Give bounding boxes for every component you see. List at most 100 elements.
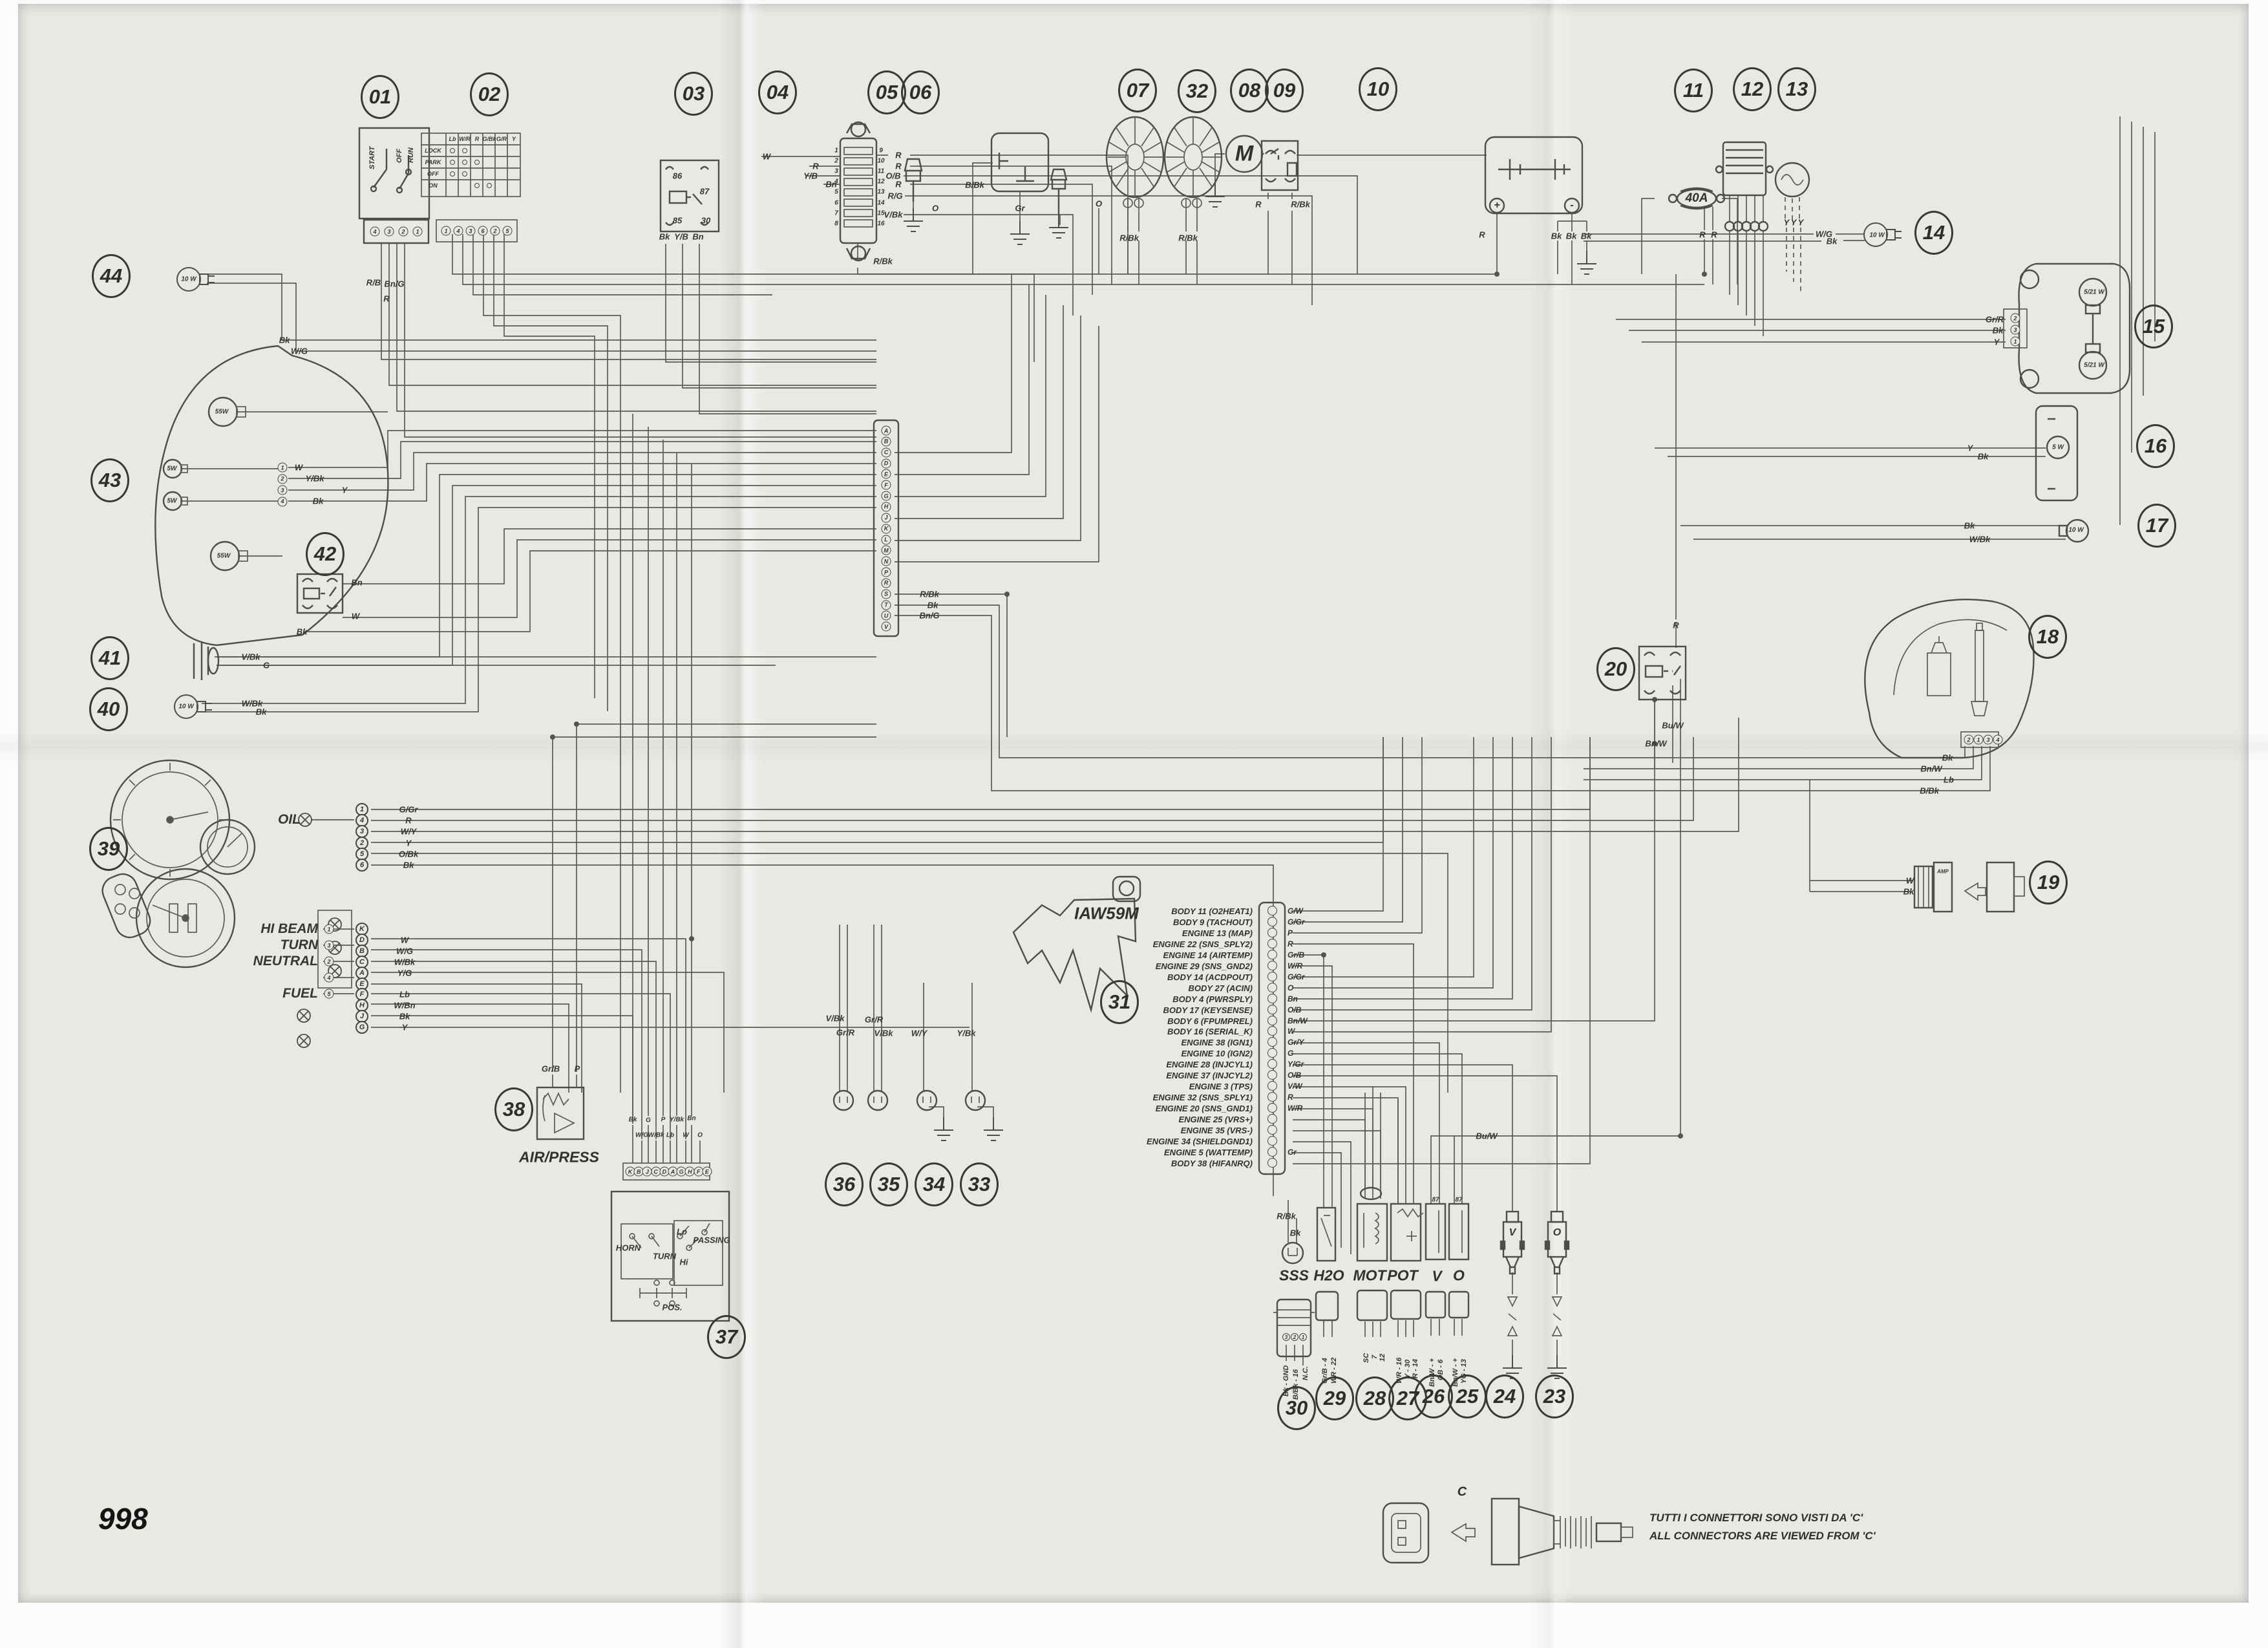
wire-label: Y: [1797, 217, 1804, 228]
wire-label: G: [262, 660, 270, 670]
fuse-number: 5: [834, 188, 838, 196]
strip-pin: M: [881, 545, 891, 555]
component-callout: 43: [90, 458, 129, 502]
sensor-wire-label: Y - 30: [1404, 1359, 1412, 1378]
sensor-name: O: [1453, 1267, 1465, 1284]
strip-pin: N: [881, 556, 891, 566]
ecu-pin-wire: G/W: [1288, 906, 1303, 915]
wire-label: R: [383, 294, 390, 304]
fuse-number: 9: [879, 147, 883, 155]
fuse-number: 15: [877, 209, 885, 217]
component-callout: 25: [1448, 1375, 1487, 1418]
strip-pin: U: [881, 610, 891, 621]
strip-pin: B: [881, 436, 891, 447]
wire-label: Bk: [1289, 1228, 1301, 1238]
component-callout: 27: [1388, 1376, 1427, 1420]
keyswitch-row: OFF: [427, 171, 439, 177]
wire-label: Bn: [825, 179, 837, 189]
wire-label: Bk: [1551, 231, 1562, 241]
conn-pin: J: [355, 1010, 368, 1023]
wire-label: Bn: [692, 231, 704, 242]
ecu-name: IAW59M: [1074, 903, 1139, 923]
bulb-wattage: 5/21 W: [2084, 288, 2104, 296]
wire-label: P: [661, 1116, 666, 1124]
component-callout: 40: [89, 687, 128, 731]
ecu-pin-circle: [1267, 982, 1277, 992]
wire-label: Bk: [1565, 231, 1577, 241]
ecu-pin-circle: [1267, 1015, 1277, 1025]
wire-label: Gr/R: [836, 1027, 855, 1038]
fuse-number: 7: [834, 209, 838, 217]
wire-label: O: [931, 203, 939, 213]
ecu-pin-circle: [1267, 1004, 1277, 1014]
ecu-pin-wire: Bn/W: [1288, 1016, 1308, 1025]
wire-label: R: [895, 150, 902, 160]
switch37-pin: J: [642, 1166, 652, 1177]
warn-label: NEUTRAL: [253, 954, 318, 968]
wire-label: W: [683, 1131, 689, 1139]
conn-wire: Y: [405, 838, 412, 848]
sensor-name: SSS: [1278, 1267, 1309, 1284]
conn-pin: 1: [1299, 1333, 1307, 1341]
wire-label: R: [895, 161, 902, 171]
fuse-number: 1: [834, 147, 838, 155]
sensor-name: POT: [1387, 1267, 1418, 1284]
contact-dot: [487, 183, 492, 188]
ecu-pin-label: BODY 6 (FPUMPREL): [1167, 1016, 1253, 1026]
switch-function-label: HORN: [615, 1243, 641, 1253]
wire-label: Y/Bk: [669, 1116, 684, 1124]
ecu-pin-circle: [1267, 971, 1277, 981]
warn-pin: 4: [324, 972, 334, 983]
ecu-pin-wire: V/W: [1288, 1082, 1302, 1091]
ecu-pin-label: ENGINE 38 (IGN1): [1181, 1038, 1253, 1048]
bulb-wattage: 5W: [167, 465, 177, 473]
bulb-wattage: 10 W: [178, 703, 194, 711]
ecu-pin-label: ENGINE 29 (SNS_GND2): [1155, 961, 1253, 971]
wire-label: Bk: [628, 1116, 637, 1124]
ecu-pin-circle: [1267, 1059, 1277, 1069]
injector-v-label: V: [1509, 1227, 1516, 1238]
wire-label: O: [1095, 198, 1103, 209]
ecu-pin-circle: [1267, 1157, 1277, 1168]
note-english: ALL CONNECTORS ARE VIEWED FROM 'C': [1649, 1530, 1876, 1542]
wire-label: Lb: [666, 1131, 675, 1139]
ecu-pin-circle: [1267, 1146, 1277, 1157]
component-callout: 35: [869, 1162, 908, 1206]
ecu-pin-circle: [1267, 1135, 1277, 1146]
warn-pin: 5: [324, 989, 334, 999]
switch-function-label: PASSING: [693, 1235, 730, 1245]
ecu-pin-label: ENGINE 32 (SNS_SPLY1): [1152, 1093, 1253, 1103]
ecu-pin-circle: [1267, 1081, 1277, 1091]
wire-label: Y/B: [674, 231, 688, 242]
wire-label: R/G: [887, 191, 903, 201]
conn-wire: G/Gr: [399, 804, 418, 815]
keyswitch-col: R: [474, 136, 480, 142]
switch-function-label: Hi: [679, 1257, 688, 1267]
ecu-pin-circle: [1267, 1026, 1277, 1036]
component-callout: 08: [1230, 69, 1269, 112]
component-callout: 17: [2137, 504, 2176, 548]
sensor-wire-label: 7: [1371, 1354, 1379, 1359]
ecu-pin-label: ENGINE 37 (INJCYL2): [1166, 1071, 1253, 1081]
conn-wire: Bk: [403, 860, 414, 870]
start-label: START: [368, 146, 376, 169]
wire-label: W/Y: [911, 1028, 927, 1038]
contact-dot: [474, 183, 480, 188]
wire-label: R/Bk: [1277, 1211, 1296, 1221]
bulb-wattage: 55W: [215, 408, 229, 416]
conn-pin: 2: [277, 474, 288, 484]
conn-pin: 5: [355, 847, 368, 861]
sensor-wire-label: SC: [1362, 1353, 1370, 1363]
ecu-pin-label: ENGINE 34 (SHIELDGND1): [1147, 1136, 1253, 1146]
conn-pin: 1: [441, 226, 451, 236]
conn-pin: 3: [465, 226, 476, 236]
contact-dot: [462, 160, 467, 165]
ecu-pin-circle: [1267, 949, 1277, 959]
wire-label: Y/Bk: [305, 473, 324, 484]
airpress-label: AIR/PRESS: [519, 1148, 599, 1166]
switch37-pin: E: [702, 1166, 712, 1177]
conn-wire: W/G: [396, 946, 413, 956]
conn-pin: 3: [2010, 325, 2020, 335]
ecu-pin-circle: [1267, 906, 1277, 915]
strip-pin: K: [881, 524, 891, 534]
